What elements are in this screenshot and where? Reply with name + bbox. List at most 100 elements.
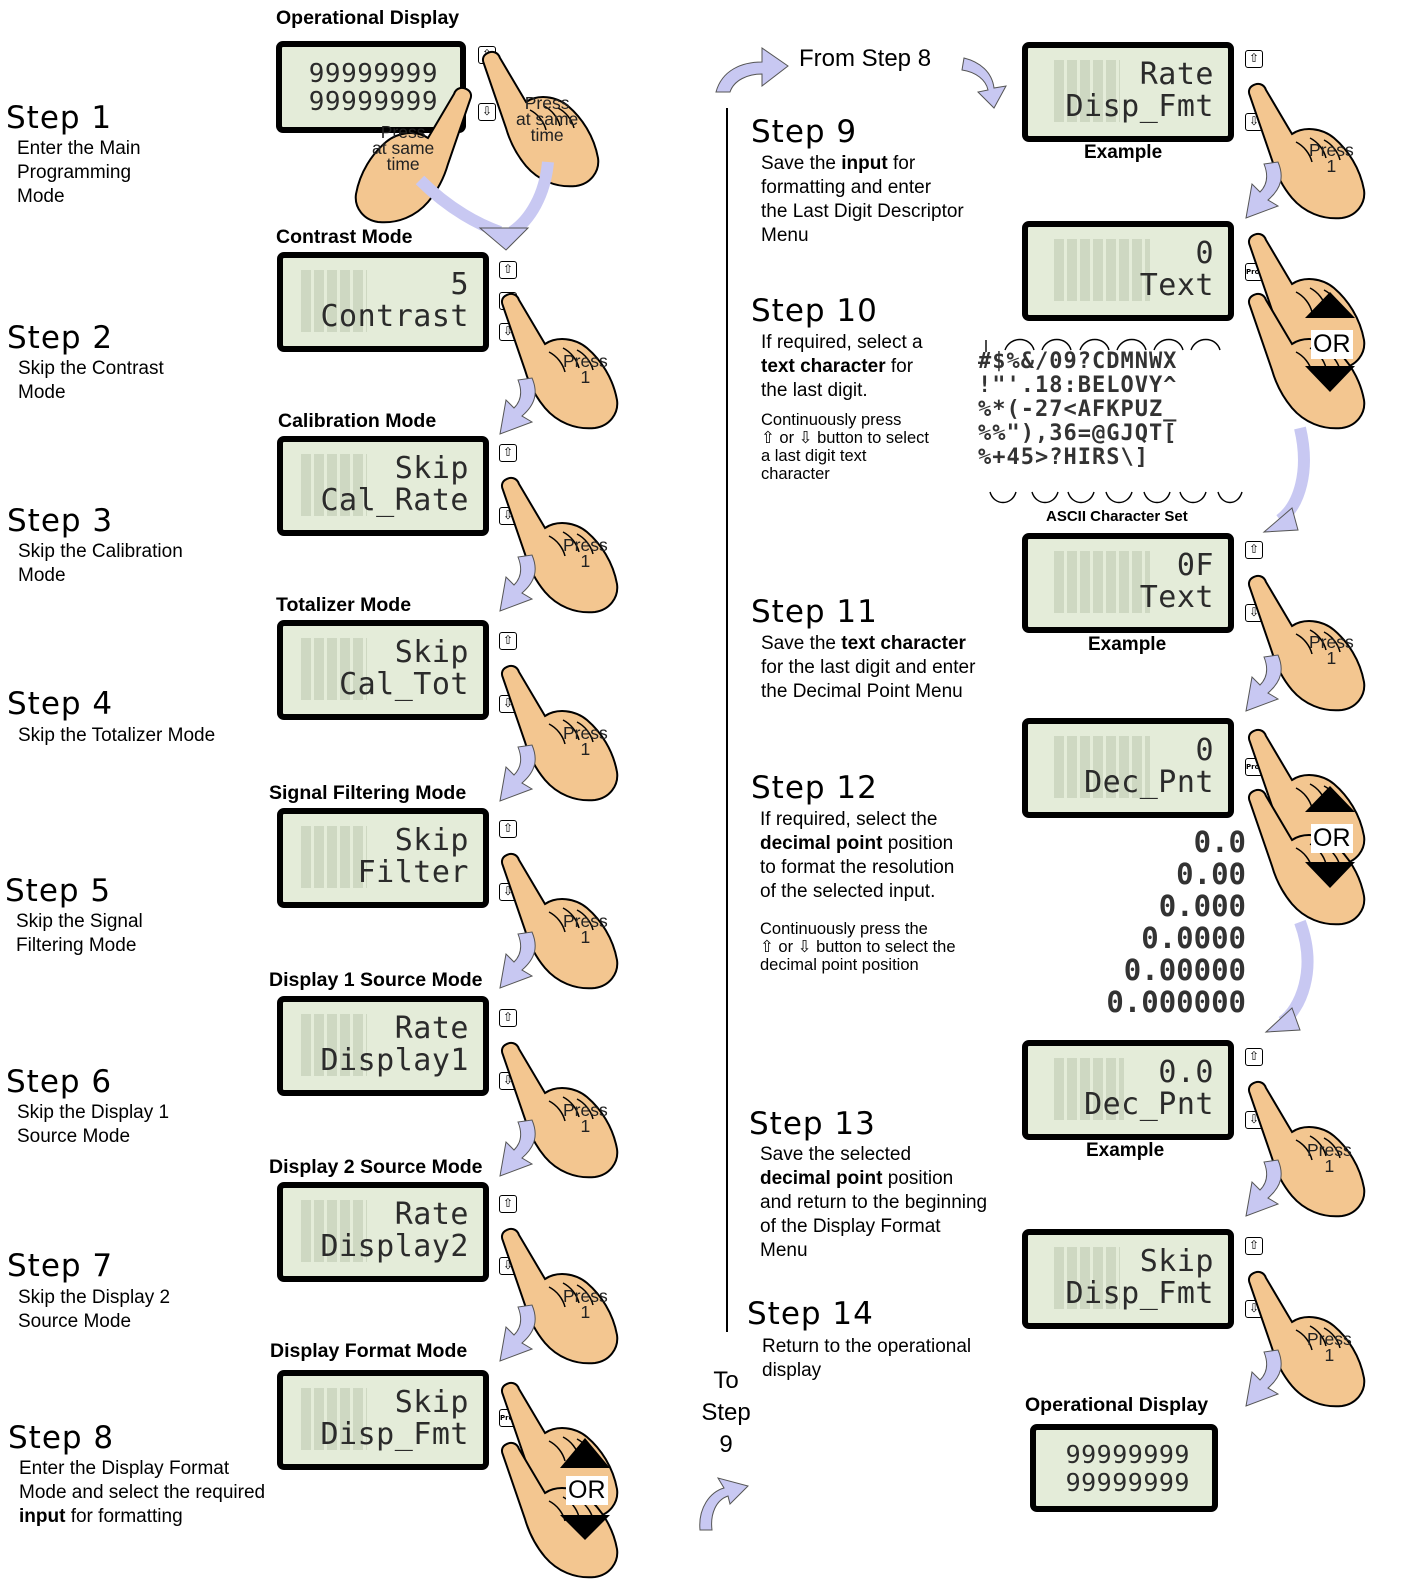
lcd-dec-pnt: 0 Dec_Pnt (1022, 718, 1234, 818)
step-6-desc: Skip the Display 1 Source Mode (17, 1102, 170, 1147)
press1-tot: Press 1 (563, 723, 608, 759)
step-2-title: Step 2 (7, 320, 114, 356)
arrow-to-step9 (699, 1477, 749, 1531)
step-7-title: Step 7 (7, 1248, 114, 1284)
arrow-from-step8 (715, 47, 789, 93)
press-same-time-right: Press at same time (516, 93, 579, 145)
arrow-step2 (499, 377, 536, 435)
arrow-r13 (1245, 1159, 1282, 1217)
step-9-desc: Save the input for formatting and enter … (761, 153, 964, 246)
step-5-title: Step 5 (5, 873, 112, 909)
step-4-title: Step 4 (7, 686, 114, 722)
triangle-up-step12 (1305, 786, 1355, 812)
press1-r14: Press 1 (1307, 1329, 1352, 1365)
hand-left-op (354, 86, 473, 224)
up-button-r14[interactable]: ⇧ (1245, 1237, 1263, 1255)
step-12-note: Continuously press the ⇧ or ⇩ button to … (760, 920, 956, 974)
triangle-up-step10 (1305, 292, 1355, 318)
press1-contrast: Press 1 (563, 351, 608, 387)
signal-filtering-mode-title: Signal Filtering Mode (269, 782, 467, 804)
lcd-text-example: 0F Text (1022, 533, 1234, 633)
up-button-filter[interactable]: ⇧ (499, 820, 517, 838)
arrow-into-step9 (961, 57, 1007, 109)
triangle-up-step8 (560, 1438, 610, 1468)
or-label-step8: OR (566, 1476, 608, 1505)
example-label-step11: Example (1088, 634, 1167, 655)
up-button-tot[interactable]: ⇧ (499, 632, 517, 650)
press1-r9: Press 1 (1309, 140, 1354, 176)
up-button-d2[interactable]: ⇧ (499, 1195, 517, 1213)
totalizer-mode-title: Totalizer Mode (276, 594, 412, 616)
lcd-operational-display-end: 99999999 99999999 (1030, 1424, 1218, 1512)
up-button-cal[interactable]: ⇧ (499, 444, 517, 462)
step-10-title: Step 10 (751, 293, 878, 329)
arrow-step7 (499, 1304, 536, 1362)
up-button-r11[interactable]: ⇧ (1245, 541, 1263, 559)
press1-cal: Press 1 (563, 535, 608, 571)
arrow-r14 (1245, 1349, 1282, 1407)
step-4-desc: Skip the Totalizer Mode (18, 725, 216, 746)
step-13-desc: Save the selected decimal point position… (760, 1144, 988, 1261)
lcd-skip-disp-fmt: Skip Disp_Fmt (1022, 1229, 1234, 1329)
step-5-desc: Skip the Signal Filtering Mode (16, 911, 143, 956)
from-step8-label: From Step 8 (799, 45, 932, 72)
step-3-title: Step 3 (7, 503, 114, 539)
display1-source-mode-title: Display 1 Source Mode (269, 969, 483, 991)
step-1-title: Step 1 (6, 100, 113, 136)
lcd-rate-disp-fmt: Rate Disp_Fmt (1022, 42, 1234, 142)
step-11-desc: Save the text character for the last dig… (761, 633, 976, 702)
lcd-text: 0 Text (1022, 221, 1234, 321)
step-8-title: Step 8 (8, 1420, 115, 1456)
step-2-desc: Skip the Contrast Mode (18, 358, 164, 403)
lcd-totalizer: Skip Cal_Tot (277, 620, 489, 720)
lcd-calibration: Skip Cal_Rate (277, 436, 489, 536)
triangle-down-step12 (1305, 862, 1355, 888)
ascii-caption: ASCII Character Set (1046, 508, 1188, 525)
calibration-mode-title: Calibration Mode (278, 410, 437, 432)
press1-r11: Press 1 (1309, 632, 1354, 668)
contrast-mode-title: Contrast Mode (276, 226, 413, 248)
operational-display-title: Operational Display (276, 7, 460, 29)
or-label-step10: OR (1311, 330, 1353, 359)
or-label-step12: OR (1311, 824, 1353, 853)
lcd-display1: Rate Display1 (277, 996, 489, 1096)
arrow-step6 (499, 1119, 536, 1177)
press-same-time-left: Press at same time (372, 122, 435, 174)
press1-d2: Press 1 (563, 1286, 608, 1322)
lcd-contrast: 5 Contrast (277, 252, 489, 352)
step-12-desc: If required, select the decimal point po… (760, 809, 955, 902)
up-button-r9[interactable]: ⇧ (1245, 50, 1263, 68)
up-button-r13[interactable]: ⇧ (1245, 1048, 1263, 1066)
down-button-op[interactable]: ⇩ (478, 103, 496, 121)
operational-display-title-end: Operational Display (1025, 1394, 1209, 1416)
display2-source-mode-title: Display 2 Source Mode (269, 1156, 483, 1178)
arrow-step4 (499, 744, 536, 802)
arrow-step3 (499, 554, 536, 612)
to-step9-label: To Step 9 (701, 1367, 751, 1458)
step-12-title: Step 12 (751, 770, 878, 806)
example-label-step9: Example (1084, 142, 1163, 163)
lcd-dec-pnt-example: 0.0 Dec_Pnt (1022, 1040, 1234, 1140)
lcd-operational-display: 99999999 99999999 (276, 41, 466, 133)
step-3-desc: Skip the Calibration Mode (18, 541, 183, 586)
up-button-contrast[interactable]: ⇧ (499, 261, 517, 279)
arrow-step5 (499, 931, 536, 989)
lcd-filter: Skip Filter (277, 808, 489, 908)
step-7-desc: Skip the Display 2 Source Mode (18, 1287, 171, 1332)
step-10-note: Continuously press ⇧ or ⇩ button to sele… (761, 411, 929, 483)
ascii-character-set: #$%&/09?CDMNWX!"'.18:BELOVY^%*(-27<AFKPU… (978, 349, 1178, 470)
up-button-d1[interactable]: ⇧ (499, 1009, 517, 1027)
step-13-title: Step 13 (749, 1106, 876, 1142)
press1-d1: Press 1 (563, 1100, 608, 1136)
press1-r13: Press 1 (1307, 1140, 1352, 1176)
step-6-title: Step 6 (6, 1064, 113, 1100)
step-8-desc: Enter the Display Format Mode and select… (19, 1458, 266, 1527)
lcd-display-format: Skip Disp_Fmt (277, 1370, 489, 1470)
arrow-r11 (1245, 654, 1282, 712)
step-14-desc: Return to the operational display (762, 1336, 972, 1381)
arrow-r9 (1245, 161, 1282, 219)
triangle-down-step8 (560, 1515, 610, 1540)
display-format-mode-title: Display Format Mode (270, 1340, 468, 1362)
